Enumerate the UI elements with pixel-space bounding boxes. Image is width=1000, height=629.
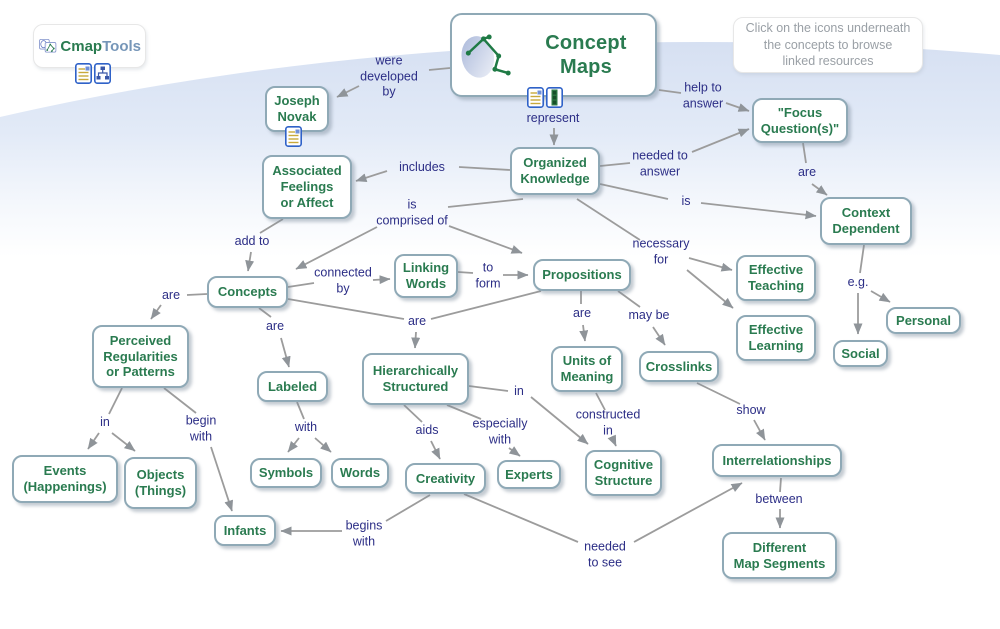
label-begins-with: begins with <box>345 518 383 548</box>
instruction-banner: Click on the icons underneath the concep… <box>733 17 923 73</box>
joseph-novak-resource-icons <box>285 126 302 147</box>
node-cognitive-structure[interactable]: Cognitive Structure <box>585 450 662 496</box>
node-concept-maps[interactable]: Concept Maps <box>450 13 657 97</box>
label-are-perceived: are <box>161 288 181 303</box>
node-interrelationships[interactable]: Interrelationships <box>712 444 842 477</box>
label-were-developed-by: were developed by <box>360 53 418 99</box>
label-add-to: add to <box>234 234 270 249</box>
node-creativity[interactable]: Creativity <box>405 463 486 494</box>
node-context-dependent[interactable]: Context Dependent <box>820 197 912 245</box>
label-includes: includes <box>399 160 445 175</box>
node-hierarchically-structured[interactable]: Hierarchically Structured <box>362 353 469 405</box>
label-is-context: is <box>681 194 691 209</box>
label-are-context: are <box>797 165 817 180</box>
node-infants[interactable]: Infants <box>214 515 276 546</box>
node-organized-knowledge[interactable]: Organized Knowledge <box>510 147 600 195</box>
node-focus-questions[interactable]: "Focus Question(s)" <box>752 98 848 143</box>
node-effective-learning[interactable]: Effective Learning <box>736 315 816 361</box>
node-different-map-segments[interactable]: Different Map Segments <box>722 532 837 579</box>
label-needed-to-see: needed to see <box>584 539 626 569</box>
label-with: with <box>294 420 318 435</box>
label-represent: represent <box>526 111 580 126</box>
concept-maps-logo-icon <box>461 34 511 78</box>
node-words[interactable]: Words <box>331 458 389 488</box>
cmaptools-logo-card: CmapTools <box>33 24 146 68</box>
label-is-comprised-of: is comprised of <box>376 197 448 227</box>
node-personal[interactable]: Personal <box>886 307 961 334</box>
label-show: show <box>736 403 766 418</box>
node-experts[interactable]: Experts <box>497 460 561 489</box>
node-effective-teaching[interactable]: Effective Teaching <box>736 255 816 301</box>
label-especially-with: especially with <box>472 416 528 446</box>
label-may-be: may be <box>628 308 670 323</box>
node-objects-things[interactable]: Objects (Things) <box>124 457 197 509</box>
label-to-form: to form <box>475 260 501 290</box>
document-icon[interactable] <box>285 126 302 147</box>
node-labeled[interactable]: Labeled <box>257 371 328 402</box>
concept-maps-title: Concept Maps <box>545 31 627 78</box>
label-in-cognitive: in <box>514 384 524 399</box>
label-eg: e.g. <box>847 275 869 290</box>
document-icon[interactable] <box>75 63 92 84</box>
label-are-labeled: are <box>265 319 285 334</box>
cmaptools-resource-icons <box>75 63 111 84</box>
node-perceived-regularities[interactable]: Perceived Regularities or Patterns <box>92 325 189 388</box>
label-are-units: are <box>572 306 592 321</box>
label-needed-to-answer: needed to answer <box>632 148 688 178</box>
label-begin-with: begin with <box>185 413 217 443</box>
node-events-happenings[interactable]: Events (Happenings) <box>12 455 118 503</box>
node-associated-feelings[interactable]: Associated Feelings or Affect <box>262 155 352 219</box>
concept-maps-resource-icons <box>527 87 563 108</box>
node-symbols[interactable]: Symbols <box>250 458 322 488</box>
label-connected-by: connected by <box>314 265 372 295</box>
film-icon[interactable] <box>546 87 563 108</box>
node-concepts[interactable]: Concepts <box>207 276 288 308</box>
node-linking-words[interactable]: Linking Words <box>394 254 458 298</box>
node-social[interactable]: Social <box>833 340 888 367</box>
label-help-to-answer: help to answer <box>682 80 724 110</box>
sitemap-icon[interactable] <box>94 63 111 84</box>
node-crosslinks[interactable]: Crosslinks <box>639 351 719 382</box>
label-necessary-for: necessary for <box>632 236 690 266</box>
cmaptools-wordmark: CmapTools <box>60 37 141 55</box>
cmaptools-logo-icon <box>39 38 57 53</box>
label-constructed-in: constructed in <box>575 407 641 437</box>
document-icon[interactable] <box>527 87 544 108</box>
node-propositions[interactable]: Propositions <box>533 259 631 291</box>
label-between: between <box>755 492 803 507</box>
label-are-hierarchical: are <box>407 314 427 329</box>
label-in-events: in <box>100 415 110 430</box>
node-units-of-meaning[interactable]: Units of Meaning <box>551 346 623 392</box>
label-aids: aids <box>415 423 439 438</box>
